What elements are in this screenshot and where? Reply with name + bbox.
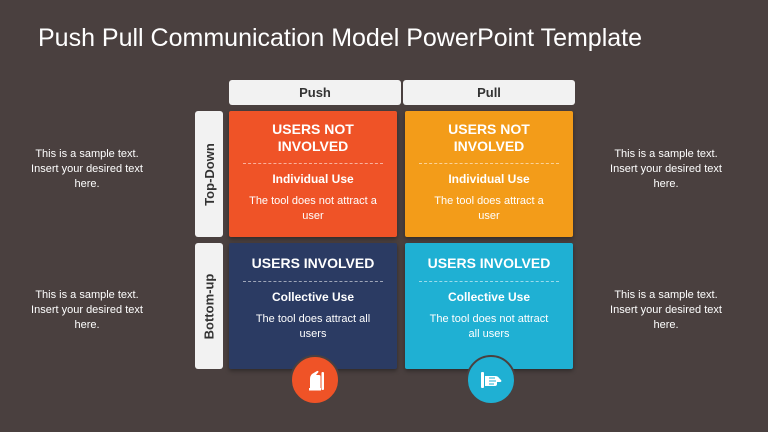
side-text-right-bottom: This is a sample text. Insert your desir… (610, 289, 722, 331)
card-heading: USERS INVOLVED (251, 254, 375, 271)
card-subheading: Individual Use (272, 172, 354, 186)
card-description: The tool does attract a user (434, 195, 544, 222)
card-subheading: Individual Use (448, 172, 530, 186)
column-header-push: Push (229, 80, 401, 105)
pull-hand-icon (466, 355, 516, 405)
side-text-right-top: This is a sample text. Insert your desir… (610, 148, 722, 190)
pull-hand-icon-glyph (481, 372, 502, 388)
card-heading: USERS NOT INVOLVED (448, 121, 530, 154)
side-text-left-bottom: This is a sample text. Insert your desir… (31, 289, 143, 331)
card-divider (243, 281, 383, 282)
card-heading: USERS NOT INVOLVED (272, 121, 354, 154)
card-subheading: Collective Use (271, 290, 355, 304)
card-description: The tool does attract all users (255, 313, 371, 340)
page-title: Push Pull Communication Model PowerPoint… (38, 24, 643, 52)
card-description: The tool does not attract all users (429, 313, 549, 340)
push-hand-icon (290, 355, 340, 405)
card-top-down-pull: USERS NOT INVOLVED Individual Use The to… (405, 111, 573, 237)
card-bottom-up-push: USERS INVOLVED Collective Use The tool d… (229, 243, 397, 369)
card-description: The tool does not attract a user (249, 195, 377, 222)
card-divider (419, 281, 559, 282)
card-top-down-push: USERS NOT INVOLVED Individual Use The to… (229, 111, 397, 237)
row-header-top-down-label: Top-Down (201, 142, 217, 206)
row-header-bottom-up: Bottom-up (195, 243, 223, 369)
card-divider (419, 163, 559, 164)
card-divider (243, 163, 383, 164)
card-bottom-up-pull: USERS INVOLVED Collective Use The tool d… (405, 243, 573, 369)
row-header-bottom-up-label: Bottom-up (201, 273, 217, 339)
push-hand-icon-glyph (309, 370, 324, 391)
card-heading: USERS INVOLVED (427, 254, 551, 271)
side-text-left-top: This is a sample text. Insert your desir… (31, 148, 143, 190)
card-subheading: Collective Use (447, 290, 531, 304)
row-header-top-down: Top-Down (195, 111, 223, 237)
column-header-pull: Pull (403, 80, 575, 105)
